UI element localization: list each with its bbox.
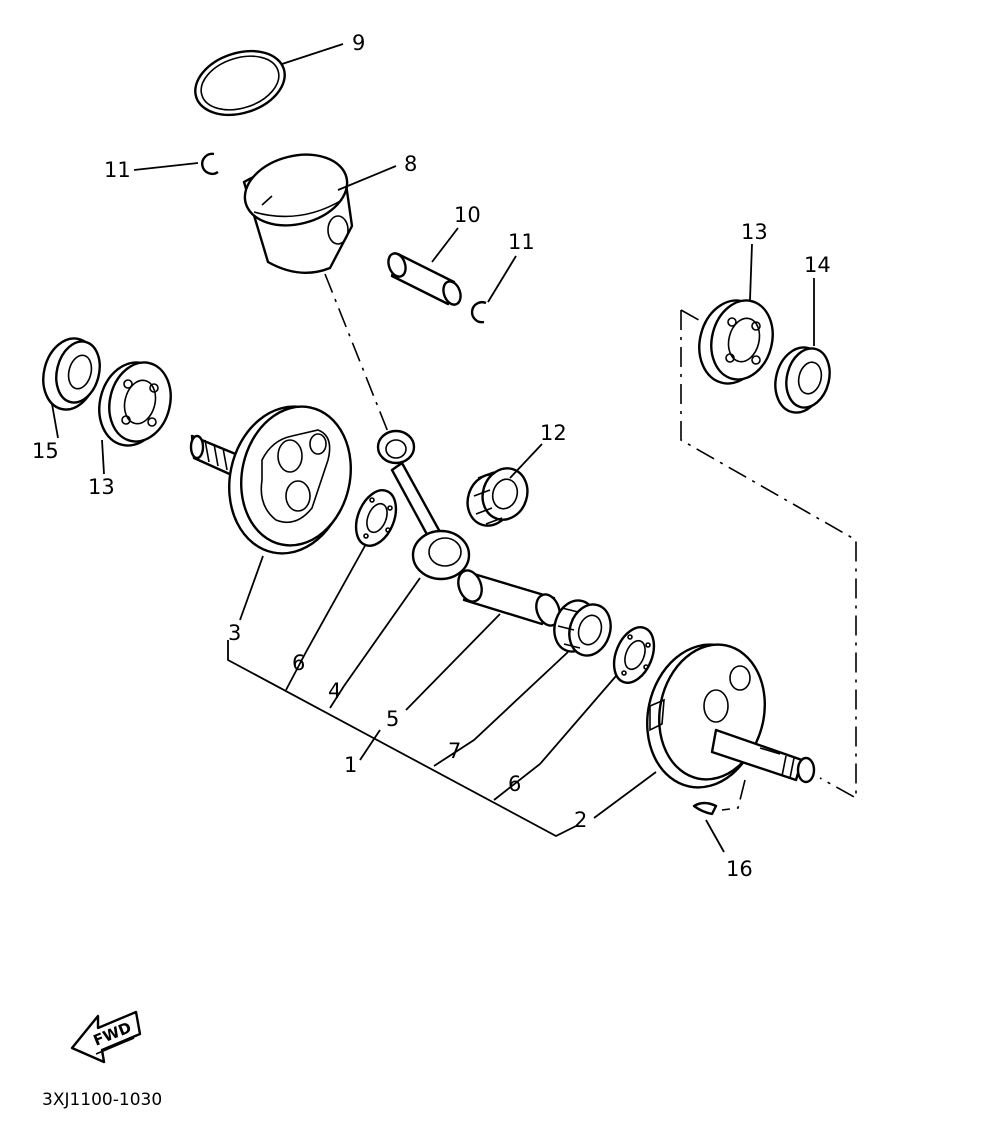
thrust-washer-right: [612, 626, 656, 684]
thrust-washer-left: [354, 489, 398, 547]
label-11a: 11: [104, 158, 131, 182]
leader-lines: [51, 43, 815, 853]
label-2: 2: [574, 808, 587, 832]
label-8: 8: [404, 152, 417, 176]
label-3: 3: [228, 621, 241, 645]
part-labels: 1 2 3 4 5 6 6 7 8 9 10 11 11 12 13 13 14…: [32, 31, 831, 881]
crank-web-right: [646, 643, 816, 789]
label-7: 7: [448, 739, 461, 763]
label-5: 5: [386, 707, 399, 731]
label-15: 15: [32, 439, 59, 463]
oil-seal-left: [42, 337, 101, 411]
oil-seal-right: [774, 346, 831, 414]
label-1: 1: [344, 753, 357, 777]
piston-pin: [387, 252, 462, 306]
label-4: 4: [328, 679, 341, 703]
needle-bearing-small: [466, 467, 529, 527]
label-11b: 11: [508, 230, 535, 254]
woodruff-key: [692, 801, 718, 816]
label-13b: 13: [741, 220, 768, 244]
label-13a: 13: [88, 475, 115, 499]
bearing-left: [98, 361, 172, 447]
label-10: 10: [454, 203, 481, 227]
piston-ring: [194, 49, 286, 117]
label-6a: 6: [292, 651, 305, 675]
label-9: 9: [352, 31, 365, 55]
connecting-rod: [376, 429, 471, 581]
assembly-bracket: [227, 640, 577, 838]
diagram-code: 3XJ1100-1030: [42, 1090, 162, 1110]
label-14: 14: [804, 253, 831, 277]
piston: [242, 153, 354, 274]
circlip-left: [201, 152, 219, 175]
label-6b: 6: [508, 772, 521, 796]
alignment-lines: [324, 273, 857, 811]
circlip-right: [470, 301, 487, 324]
crank-web-left: [189, 405, 352, 555]
crank-pin: [457, 569, 561, 627]
label-16: 16: [726, 857, 753, 881]
label-12: 12: [540, 421, 567, 445]
fwd-badge: FWD: [70, 1010, 142, 1064]
bearing-right: [698, 299, 774, 385]
needle-bearing-big: [553, 599, 612, 657]
